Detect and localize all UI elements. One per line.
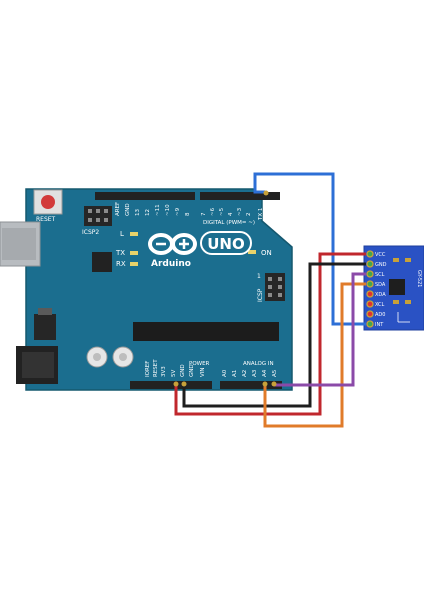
arduino-logo: UNO Arduino xyxy=(148,231,252,269)
module-pin-label: AD0 xyxy=(375,312,385,318)
icsp-label: ICSP xyxy=(257,288,264,302)
led-l xyxy=(130,232,138,236)
top-pin-label: 12 xyxy=(145,209,151,216)
module-component-4 xyxy=(405,300,411,304)
wire-endpoints xyxy=(173,190,277,387)
wire-orange-scl xyxy=(263,282,366,428)
reset-label: RESET xyxy=(36,216,56,223)
top-pin-label: 4 xyxy=(228,212,234,216)
usb-chip xyxy=(92,252,112,272)
voltage-regulator xyxy=(34,314,56,340)
module-pin-label: SCL xyxy=(375,272,385,278)
led-on-label: ON xyxy=(261,249,272,257)
axis-marker-icon xyxy=(397,312,410,323)
analog-header xyxy=(220,381,282,389)
module-component-3 xyxy=(393,300,399,304)
power-pin-label: GND xyxy=(180,364,186,377)
module-pin-holes xyxy=(366,250,374,328)
mpu6050-chip xyxy=(389,279,405,295)
top-pin-label: GND xyxy=(125,203,131,216)
arduino-brand-label: Arduino xyxy=(151,259,191,269)
module-pin-label: XCL xyxy=(375,302,385,308)
led-rx xyxy=(130,262,138,266)
digital-label: DIGITAL (PWM= ~) xyxy=(203,220,255,226)
icsp-pin-marker: 1 xyxy=(257,273,261,280)
top-pin-label: ~10 xyxy=(165,204,171,216)
icsp-pins xyxy=(268,277,282,297)
gy521-module: GY-521 VCC GND SCL SDA XDA XCL AD0 INT xyxy=(363,245,424,331)
digital-header-left xyxy=(95,192,195,200)
analog-pin-label: A1 xyxy=(232,370,238,377)
analog-pin-label: A5 xyxy=(272,369,278,377)
module-name-label: GY-521 xyxy=(416,270,422,287)
capacitor-1-top xyxy=(93,353,101,361)
top-pin-label: ~3 xyxy=(237,207,243,216)
infinity-logo-icon xyxy=(148,233,197,255)
reset-button-cap xyxy=(41,195,55,209)
wires xyxy=(174,172,366,428)
top-pin-label: 7 xyxy=(201,212,207,216)
power-pin-label: IOREF xyxy=(145,361,151,377)
top-pin-label: ~5 xyxy=(219,207,225,216)
uno-label: UNO xyxy=(207,235,245,253)
icsp2-pins xyxy=(88,209,108,222)
power-pin-label: GND xyxy=(189,364,195,377)
voltage-regulator-tab xyxy=(38,308,52,315)
led-on xyxy=(248,250,256,254)
module-pin-label: SDA xyxy=(375,282,386,288)
top-pin-label: ~9 xyxy=(175,207,181,216)
led-tx xyxy=(130,251,138,255)
module-pin-label: XDA xyxy=(375,292,386,298)
power-pin-label: RESET xyxy=(153,359,159,377)
analog-pin-label: A0 xyxy=(222,369,228,377)
analog-pin-label: A2 xyxy=(242,370,248,377)
power-header xyxy=(130,381,212,389)
top-pin-label: ~11 xyxy=(155,204,161,216)
wire-black-gnd xyxy=(182,262,366,408)
top-pin-label: ~6 xyxy=(210,207,216,216)
module-pin-labels: VCC GND SCL SDA XDA XCL AD0 INT xyxy=(375,252,387,328)
led-tx-label: TX xyxy=(115,249,125,257)
wire-blue-int xyxy=(253,172,366,326)
power-jack-inner xyxy=(22,352,54,378)
top-pin-label: 2 xyxy=(246,213,252,217)
wire-red-vcc xyxy=(174,252,366,416)
power-label: POWER xyxy=(189,361,210,367)
wire-purple-sda xyxy=(274,272,366,387)
power-pin-label: 3V3 xyxy=(161,366,167,377)
top-pin-labels: AREF GND 13 12 ~11 ~10 ~9 8 7 ~6 ~5 4 ~3… xyxy=(115,202,274,221)
module-component-2 xyxy=(405,258,411,262)
analog-pin-label: A4 xyxy=(262,369,268,377)
module-component-1 xyxy=(393,258,399,262)
top-pin-label: RX 0 xyxy=(268,207,274,220)
module-pin-label: VCC xyxy=(375,252,386,258)
led-rx-label: RX xyxy=(116,260,126,268)
digital-header-right xyxy=(200,192,280,200)
capacitor-2-top xyxy=(119,353,127,361)
analog-pin-label: A3 xyxy=(252,369,258,377)
usb-connector-inner xyxy=(2,228,36,260)
top-pin-label: TX 1 xyxy=(258,208,264,221)
microcontroller-chip xyxy=(133,322,279,341)
led-l-label: L xyxy=(120,230,124,238)
arduino-uno-board: RESET ICSP2 AREF GND 13 12 ~11 ~10 ~9 8 … xyxy=(0,188,293,391)
power-pin-label: 5V xyxy=(171,370,177,377)
power-pin-label: VIN xyxy=(200,368,206,378)
top-pin-label: AREF xyxy=(115,202,121,216)
module-pin-label: INT xyxy=(375,322,384,328)
analog-pin-labels: A0 A1 A2 A3 A4 A5 xyxy=(222,369,278,377)
top-pin-label: 13 xyxy=(135,209,141,216)
uno-badge xyxy=(200,231,252,255)
analog-in-label: ANALOG IN xyxy=(243,361,274,367)
module-pin-label: GND xyxy=(375,262,387,268)
icsp2-label: ICSP2 xyxy=(82,229,99,236)
power-pin-labels: IOREF RESET 3V3 5V GND GND VIN xyxy=(145,359,206,377)
top-pin-label: 8 xyxy=(185,212,191,216)
